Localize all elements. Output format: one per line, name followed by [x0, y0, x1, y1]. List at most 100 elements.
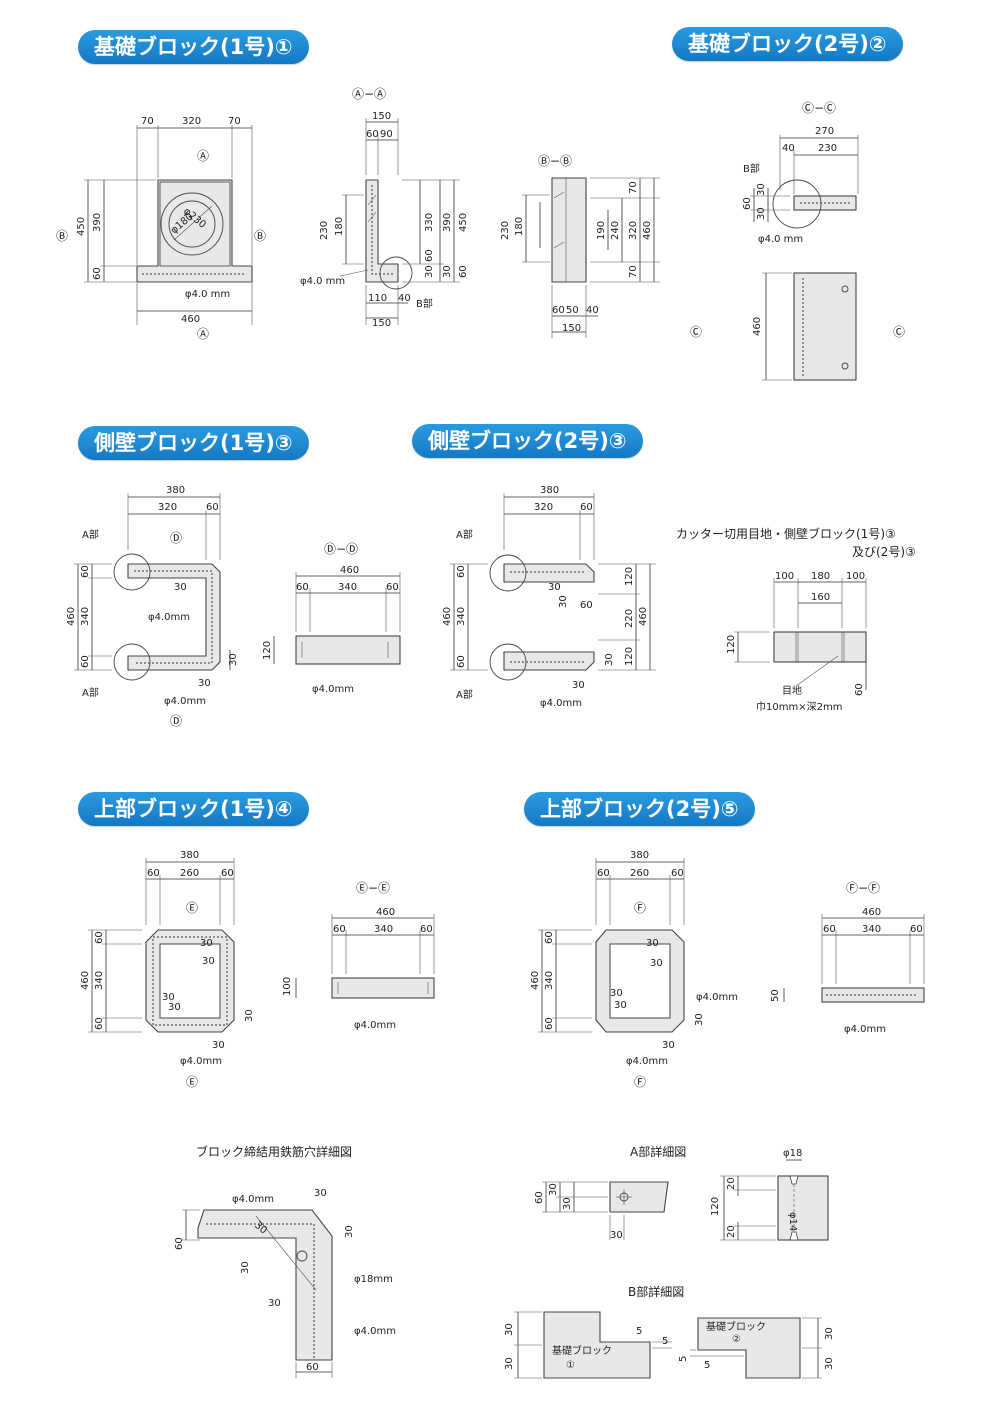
dim-bd-5c: 5 — [678, 1356, 689, 1362]
badge-sidewall-block-2: 側壁ブロック(2号)③ — [412, 424, 643, 458]
dim-t2-340: 340 — [544, 971, 555, 990]
dim-bb-230: 230 — [500, 221, 511, 240]
dim-f1-60: 60 — [92, 267, 103, 280]
label-t2-rebar-right: φ4.0mm — [696, 992, 738, 1003]
foundation-2-plan-view — [762, 272, 857, 381]
dim-s1-60: 60 — [206, 502, 219, 513]
section-ee-view — [295, 914, 435, 999]
section-mark-d-bottom: Ⓓ — [170, 714, 182, 728]
dim-aa-40: 40 — [398, 293, 411, 304]
section-mark-c-right: Ⓒ — [893, 325, 905, 339]
dim-dd-120: 120 — [262, 641, 273, 660]
dim-rh-60b: 60 — [306, 1362, 319, 1373]
dim-s2-60-top: 60 — [456, 565, 467, 578]
dim-s2-380: 380 — [540, 485, 559, 496]
section-mark-b-right: Ⓑ — [254, 229, 266, 243]
dim-ad-30a: 30 — [548, 1183, 559, 1196]
dim-s1-30b: 30 — [198, 678, 211, 689]
dim-aa-180: 180 — [334, 217, 345, 236]
section-mark-f-bottom: Ⓕ — [634, 1075, 646, 1089]
dim-t2-260: 260 — [630, 868, 649, 879]
dim-aa-60b: 60 — [458, 265, 469, 278]
dim-t2-30a: 30 — [646, 938, 659, 949]
dim-s1-320: 320 — [158, 502, 177, 513]
top-block-2-plan-view — [538, 858, 685, 1033]
dim-ee-100: 100 — [282, 977, 293, 996]
dim-cc-230: 230 — [818, 143, 837, 154]
dim-cut-180: 180 — [811, 571, 830, 582]
dim-t2-380: 380 — [630, 850, 649, 861]
cutter-joint-title-1: カッター切用目地・側壁ブロック(1号)③ — [676, 526, 896, 541]
badge-foundation-block-1: 基礎ブロック(1号)① — [78, 30, 309, 64]
dim-dd-60a: 60 — [296, 582, 309, 593]
dim-bd-5d: 5 — [704, 1360, 710, 1371]
dim-f2-460: 460 — [752, 317, 763, 336]
dim-ad-30b: 30 — [562, 1197, 573, 1210]
sidewall-2-plan-view — [450, 493, 656, 681]
section-title-ff: Ⓕ−Ⓕ — [846, 881, 880, 895]
label-s1-a-part-top: A部 — [82, 528, 99, 541]
dim-bb-70-bottom: 70 — [628, 265, 639, 278]
label-rh-phi18mm: φ18mm — [354, 1274, 393, 1285]
dim-rh-30c: 30 — [344, 1225, 355, 1238]
label-bd-kiso1-no: ① — [566, 1360, 575, 1371]
label-bd-kiso2-no: ② — [732, 1334, 741, 1345]
dim-s2-60: 60 — [580, 502, 593, 513]
foundation-1-front-view — [84, 125, 253, 325]
dim-bd-5b: 5 — [662, 1336, 668, 1347]
dim-dd-60b: 60 — [386, 582, 399, 593]
dim-cut-160: 160 — [811, 592, 830, 603]
dim-cut-120: 120 — [726, 635, 737, 654]
dim-aa-60: 60 — [424, 249, 435, 262]
a-part-detail-left — [542, 1181, 669, 1240]
dim-s1-30a: 30 — [174, 582, 187, 593]
foundation-2-section-cc — [750, 135, 859, 229]
label-joint: 目地 — [782, 684, 802, 697]
dim-t1-460: 460 — [80, 971, 91, 990]
top-block-1-plan-view — [88, 858, 235, 1033]
dim-s2-60-bottom: 60 — [456, 655, 467, 668]
label-t1-rebar: φ4.0mm — [180, 1056, 222, 1067]
dim-ad-120: 120 — [710, 1197, 721, 1216]
dim-s2-320: 320 — [534, 502, 553, 513]
dim-cc-60: 60 — [742, 197, 753, 210]
label-cc-b-part: B部 — [743, 162, 760, 175]
dim-cc-40: 40 — [782, 143, 795, 154]
dim-s1-60-top: 60 — [80, 565, 91, 578]
label-dd-rebar: φ4.0mm — [312, 684, 354, 695]
dim-s2-340: 340 — [456, 607, 467, 626]
dim-t1-30b: 30 — [202, 956, 215, 967]
dim-t2-30c: 30 — [610, 988, 623, 999]
dim-t2-60-bottom: 60 — [544, 1017, 555, 1030]
dim-ee-340: 340 — [374, 924, 393, 935]
section-mark-d-top: Ⓓ — [170, 531, 182, 545]
label-bd-kiso1: 基礎ブロック — [552, 1344, 612, 1357]
dim-f1-right-70: 70 — [228, 116, 241, 127]
section-dd-view — [273, 572, 401, 665]
dim-rh-30e: 30 — [268, 1298, 281, 1309]
section-mark-f-top: Ⓕ — [634, 901, 646, 915]
dim-bb-460: 460 — [642, 221, 653, 240]
b-part-detail-view — [514, 1311, 822, 1379]
dim-rh-30d: 30 — [240, 1261, 251, 1274]
dim-rh-60: 60 — [174, 1237, 185, 1250]
dim-aa-230: 230 — [319, 221, 330, 240]
dim-f1-left-70: 70 — [141, 116, 154, 127]
dim-cut-100b: 100 — [846, 571, 865, 582]
dim-bb-150: 150 — [562, 323, 581, 334]
dim-dd-340: 340 — [338, 582, 357, 593]
dim-bd-30b: 30 — [504, 1357, 515, 1370]
dim-dd-460: 460 — [340, 565, 359, 576]
label-s1-a-part-bottom: A部 — [82, 686, 99, 699]
dim-aa-150: 150 — [372, 111, 391, 122]
dim-t1-30a: 30 — [200, 938, 213, 949]
section-mark-c-left: Ⓒ — [690, 325, 702, 339]
dim-t1-60a: 60 — [147, 868, 160, 879]
badge-top-block-2: 上部ブロック(2号)⑤ — [524, 792, 755, 826]
dim-t1-60b: 60 — [221, 868, 234, 879]
dim-aa-110: 110 — [368, 293, 387, 304]
badge-foundation-block-2: 基礎ブロック(2号)② — [672, 27, 903, 61]
dim-ff-460: 460 — [862, 907, 881, 918]
dim-t1-30f: 30 — [244, 1009, 255, 1022]
